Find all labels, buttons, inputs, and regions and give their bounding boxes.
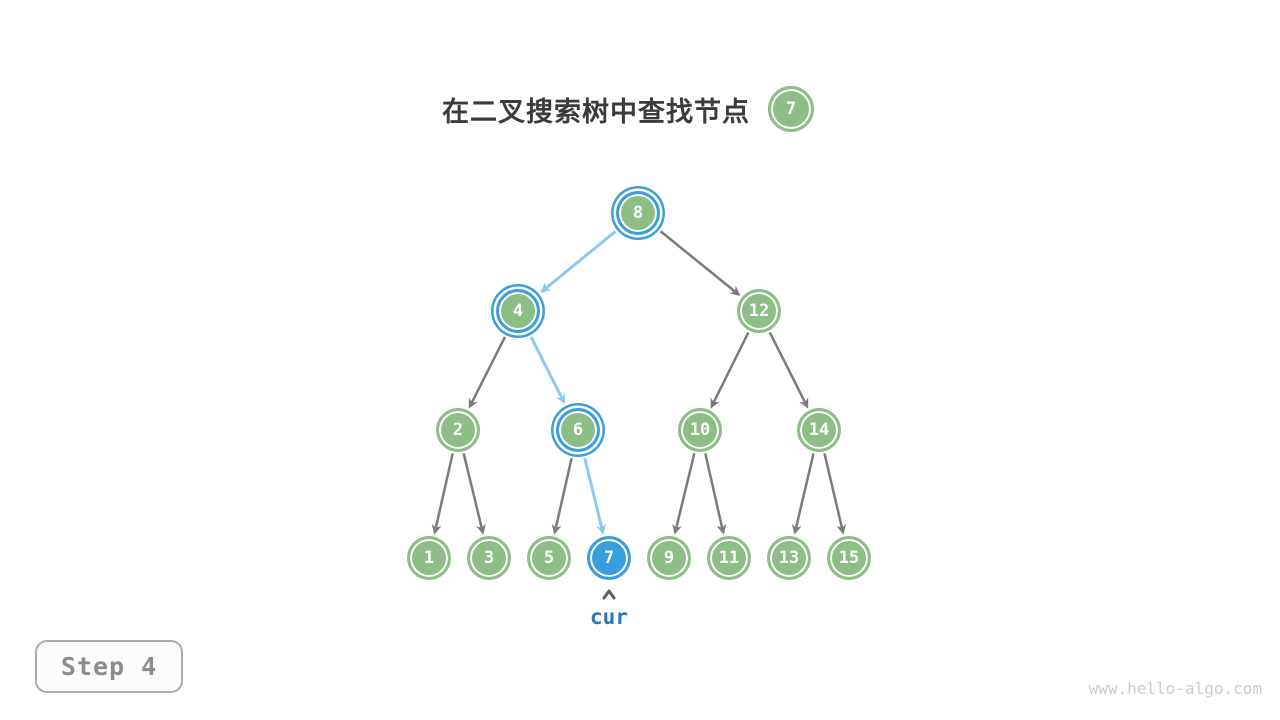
tree-node-9: 9 [647, 536, 691, 580]
step-badge: Step 4 [35, 640, 183, 693]
tree-node-3: 3 [467, 536, 511, 580]
tree-node-13: 13 [767, 536, 811, 580]
figure-title: 在二叉搜索树中查找节点 [442, 96, 750, 127]
caret-up-icon [602, 589, 616, 600]
tree-edge-10-11 [704, 453, 727, 535]
tree-edge-2-3 [462, 453, 486, 535]
tree-edge-12-10 [710, 331, 750, 409]
tree-edge-14-15 [823, 453, 847, 535]
cur-pointer: cur [579, 589, 639, 629]
tree-node-6: 6 [556, 408, 600, 452]
tree-edge-6-7 [583, 457, 606, 535]
search-target-badge: 7 [768, 86, 814, 132]
tree-node-12: 12 [737, 289, 781, 333]
tree-edge-4-6 [529, 336, 566, 405]
tree-node-5: 5 [527, 536, 571, 580]
watermark: www.hello-algo.com [1088, 679, 1262, 698]
tree-edge-8-12 [659, 230, 741, 296]
cur-label: cur [590, 605, 628, 629]
tree-node-15: 15 [827, 536, 871, 580]
tree-edge-4-2 [468, 336, 507, 409]
tree-edge-8-4 [540, 230, 617, 293]
tree-edge-6-5 [551, 458, 573, 535]
tree-edge-10-9 [672, 453, 696, 535]
tree-node-14: 14 [797, 408, 841, 452]
tree-node-10: 10 [678, 408, 722, 452]
tree-node-8: 8 [616, 191, 660, 235]
tree-edge-2-1 [431, 453, 454, 535]
tree-node-2: 2 [436, 408, 480, 452]
tree-node-4: 4 [496, 289, 540, 333]
figure-title-row: 在二叉搜索树中查找节点 7 [0, 86, 1268, 132]
tree-node-11: 11 [707, 536, 751, 580]
tree-edge-12-14 [768, 331, 809, 409]
tree-node-7: 7 [587, 536, 631, 580]
tree-node-1: 1 [407, 536, 451, 580]
tree-edge-14-13 [791, 453, 815, 535]
